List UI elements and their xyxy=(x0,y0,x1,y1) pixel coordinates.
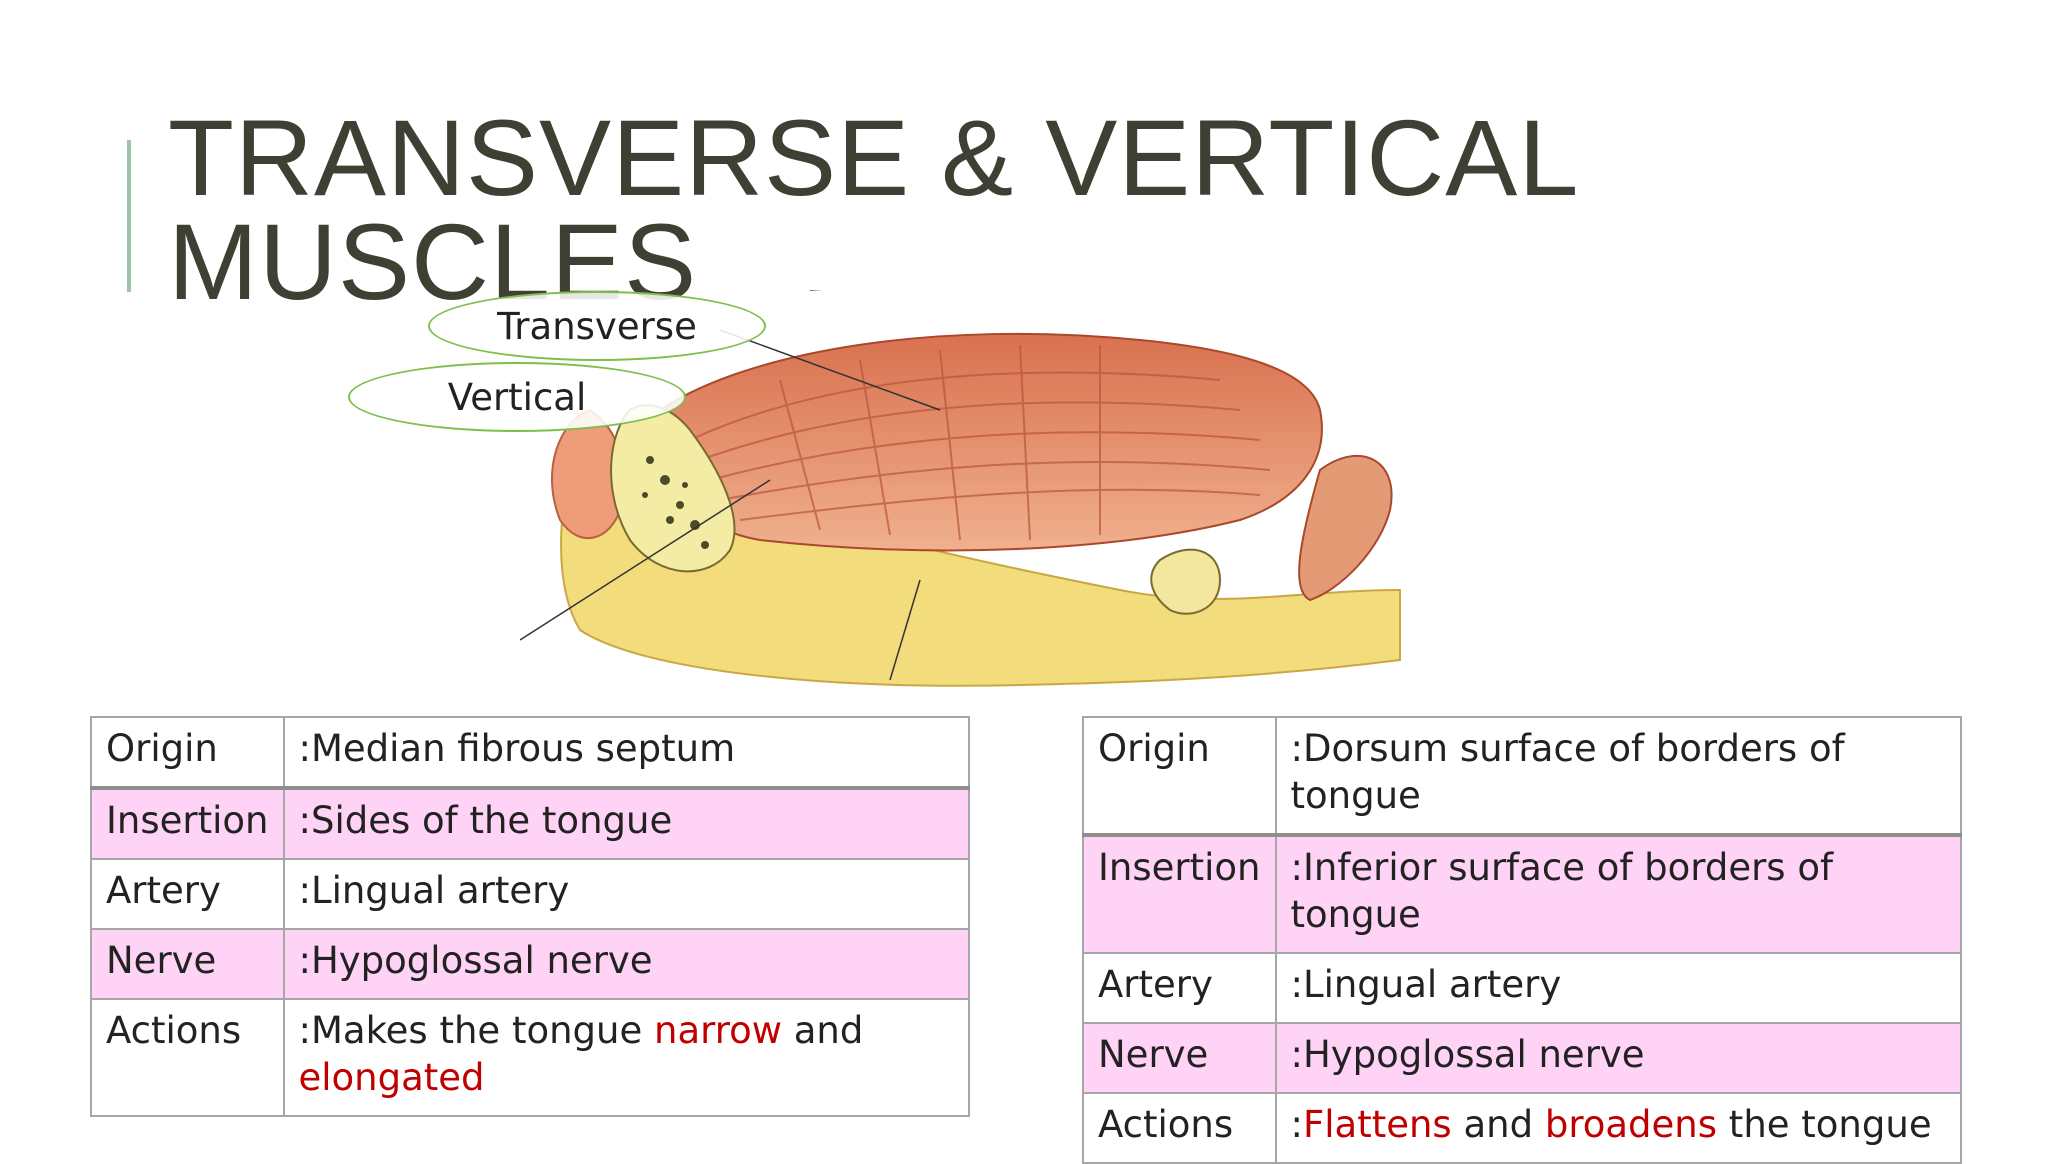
insertion-label: Insertion xyxy=(1082,833,1277,954)
table-row: Actions :Flattens and broadens the tongu… xyxy=(1082,1092,1962,1164)
insertion-value: :Inferior surface of borders of tongue xyxy=(1274,833,1962,954)
title-accent-bar xyxy=(127,140,131,292)
nerve-label: Nerve xyxy=(90,928,285,1000)
actions-suffix: the tongue xyxy=(1717,1103,1932,1146)
actions-prefix: : xyxy=(1290,1103,1303,1146)
floor-tissue xyxy=(560,428,1401,687)
origin-value: :Dorsum surface of borders of tongue xyxy=(1274,716,1962,836)
actions-label: Actions xyxy=(90,998,285,1117)
artery-value: :Lingual artery xyxy=(282,858,970,930)
table-row: Nerve :Hypoglossal nerve xyxy=(1082,1022,1962,1094)
origin-label: Origin xyxy=(90,716,285,789)
table-row: Artery :Lingual artery xyxy=(90,858,970,930)
actions-highlight-elongated: elongated xyxy=(298,1056,485,1099)
actions-highlight-flattens: Flattens xyxy=(1302,1103,1452,1146)
table-row: Origin :Median fibrous septum xyxy=(90,716,970,789)
muscle-fibres xyxy=(689,344,1271,541)
actions-value: :Makes the tongue narrow and elongated xyxy=(282,998,970,1117)
slide-title-line-1: TRANSVERSE & VERTICAL xyxy=(168,97,1580,218)
table-row: Insertion :Inferior surface of borders o… xyxy=(1082,833,1962,954)
nerve-value: :Hypoglossal nerve xyxy=(1274,1022,1962,1094)
origin-value: :Median fibrous septum xyxy=(282,716,970,789)
transverse-muscle-table: Origin :Median fibrous septum Insertion … xyxy=(90,716,970,1117)
nerve-value: :Hypoglossal nerve xyxy=(282,928,970,1000)
artery-value: :Lingual artery xyxy=(1274,952,1962,1024)
table-row: Artery :Lingual artery xyxy=(1082,952,1962,1024)
vertical-muscle-table: Origin :Dorsum surface of borders of ton… xyxy=(1082,716,1962,1164)
tongue-body xyxy=(658,332,1323,552)
actions-label: Actions xyxy=(1082,1092,1277,1164)
artery-label: Artery xyxy=(90,858,285,930)
insertion-label: Insertion xyxy=(90,786,285,860)
mandible-bone xyxy=(610,404,736,573)
artery-label: Artery xyxy=(1082,952,1277,1024)
origin-label: Origin xyxy=(1082,716,1277,836)
actions-highlight-broadens: broadens xyxy=(1544,1103,1718,1146)
leader-lines xyxy=(520,290,941,681)
table-row: Nerve :Hypoglossal nerve xyxy=(90,928,970,1000)
tongue-section-illustration xyxy=(520,290,1401,687)
slide-title: TRANSVERSE & VERTICAL MUSCLES xyxy=(168,97,1580,316)
hyoid-region xyxy=(1150,548,1222,615)
transverse-callout: Transverse xyxy=(428,291,766,361)
actions-highlight-narrow: narrow xyxy=(654,1009,782,1052)
nerve-label: Nerve xyxy=(1082,1022,1277,1094)
actions-mid: and xyxy=(782,1009,864,1052)
actions-value: :Flattens and broadens the tongue xyxy=(1274,1092,1962,1164)
epiglottis xyxy=(1298,454,1393,602)
table-row: Origin :Dorsum surface of borders of ton… xyxy=(1082,716,1962,836)
vertical-callout: Vertical xyxy=(348,362,686,432)
table-row: Actions :Makes the tongue narrow and elo… xyxy=(90,998,970,1117)
actions-prefix: :Makes the tongue xyxy=(298,1009,655,1052)
actions-mid: and xyxy=(1451,1103,1545,1146)
bone-marrow-dots xyxy=(642,456,709,549)
insertion-value: :Sides of the tongue xyxy=(282,786,970,860)
table-row: Insertion :Sides of the tongue xyxy=(90,786,970,860)
